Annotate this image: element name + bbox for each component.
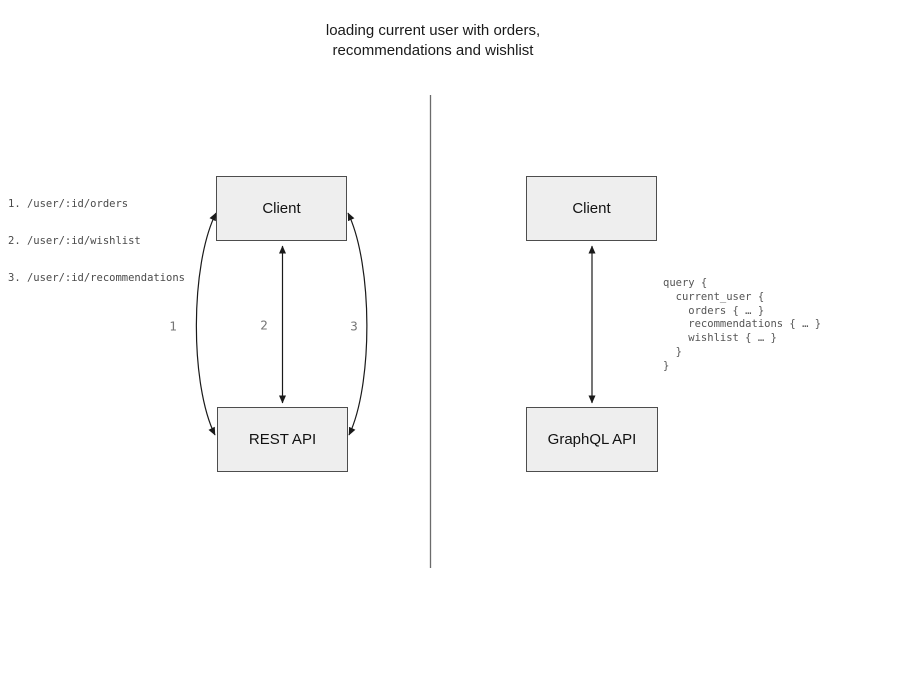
arrow-label-3: 3 [350,318,358,334]
graphql-api-box: GraphQL API [526,407,658,472]
graphql-api-label: GraphQL API [547,431,637,448]
rest-endpoint-wishlist: 2. /user/:id/wishlist [8,235,141,248]
rest-client-box: Client [216,176,347,241]
arrow-label-1: 1 [169,318,177,334]
graphql-client-label: Client [572,200,611,217]
rest-request-3-arrow [347,212,368,436]
rest-api-label: REST API [248,431,317,448]
rest-endpoint-orders: 1. /user/:id/orders [8,197,129,210]
rest-api-box: REST API [217,407,348,472]
graphql-client-box: Client [526,176,657,241]
rest-endpoint-list: 1. /user/:id/orders 2. /user/:id/wishlis… [8,173,185,309]
graphql-query-code: query { current_user { orders { … } reco… [663,277,822,372]
arrow-label-2: 2 [260,317,268,333]
rest-request-1-arrow [195,212,217,436]
rest-endpoint-recommendations: 3. /user/:id/recommendations [8,272,186,285]
rest-client-label: Client [262,200,301,217]
diagram-title: loading current user with orders, recomm… [325,22,541,59]
